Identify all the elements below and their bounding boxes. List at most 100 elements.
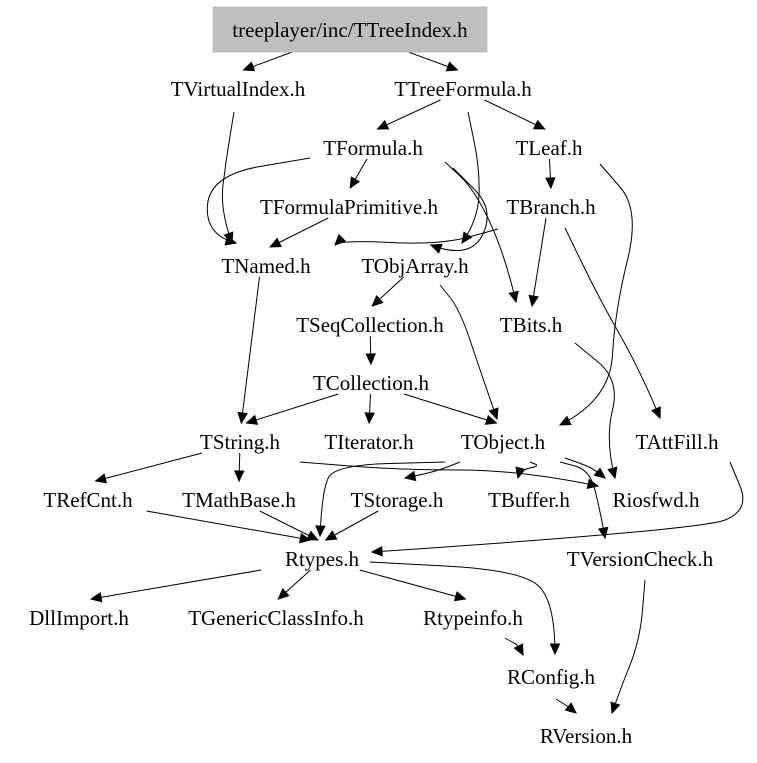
node-TObjArray[interactable]: TObjArray.h bbox=[361, 254, 469, 278]
edge-line bbox=[269, 217, 329, 248]
node-TNamed[interactable]: TNamed.h bbox=[221, 254, 311, 278]
node-label: Rtypeinfo.h bbox=[423, 606, 523, 630]
node-TObject[interactable]: TObject.h bbox=[461, 430, 546, 454]
arrowhead bbox=[371, 295, 384, 307]
node-TFormula[interactable]: TFormula.h bbox=[323, 136, 423, 160]
arrowhead bbox=[237, 411, 248, 425]
edge-TLeaf-to-TObject bbox=[558, 163, 633, 426]
edge-line bbox=[95, 452, 203, 482]
node-TSeqCollection[interactable]: TSeqCollection.h bbox=[296, 313, 444, 337]
edge-TString-to-TRefCnt bbox=[94, 452, 203, 484]
arrowhead bbox=[564, 702, 577, 714]
edge-TAttFill-to-Rtypes bbox=[370, 461, 744, 557]
edge-line bbox=[439, 284, 498, 420]
edge-TBranch-to-TObjArray bbox=[334, 228, 499, 246]
node-Rtypeinfo[interactable]: Rtypeinfo.h bbox=[423, 606, 523, 630]
arrowhead bbox=[299, 532, 312, 544]
edge-line bbox=[377, 99, 441, 130]
arrowhead bbox=[269, 237, 282, 248]
edge-line bbox=[369, 561, 556, 655]
node-Rtypes[interactable]: Rtypes.h bbox=[285, 547, 360, 571]
edge-TVirtualIndex-to-TNamed bbox=[221, 111, 235, 245]
node-TVirtualIndex[interactable]: TVirtualIndex.h bbox=[171, 77, 306, 101]
edge-line bbox=[259, 510, 319, 541]
node-Riosfwd[interactable]: Riosfwd.h bbox=[613, 488, 700, 512]
edge-line bbox=[91, 569, 262, 600]
node-label: TBuffer.h bbox=[488, 488, 570, 512]
edge-TObject-to-TVersionCheck bbox=[559, 461, 609, 540]
edge-TFormula-to-TFormulaPrimitive bbox=[349, 158, 368, 190]
edge-TCollection-to-TIterator bbox=[364, 393, 375, 425]
edge-TNamed-to-TString bbox=[237, 276, 260, 425]
arrowhead bbox=[277, 588, 290, 600]
node-layer: treeplayer/inc/TTreeIndex.hTVirtualIndex… bbox=[29, 6, 719, 748]
node-TRefCnt[interactable]: TRefCnt.h bbox=[43, 488, 133, 512]
node-TIterator[interactable]: TIterator.h bbox=[324, 430, 414, 454]
arrowhead bbox=[94, 473, 108, 484]
edge-TBranch-to-TAttFill bbox=[564, 227, 661, 420]
node-TStorage[interactable]: TStorage.h bbox=[351, 488, 444, 512]
node-label: TSeqCollection.h bbox=[296, 313, 444, 337]
node-TCollection[interactable]: TCollection.h bbox=[313, 371, 430, 395]
arrowhead bbox=[549, 643, 561, 656]
arrowhead bbox=[528, 294, 539, 308]
node-label: TIterator.h bbox=[324, 430, 414, 454]
node-TTreeFormula[interactable]: TTreeFormula.h bbox=[394, 77, 532, 101]
arrowhead bbox=[234, 470, 245, 483]
edge-TRefCnt-to-Rtypes bbox=[146, 510, 312, 544]
node-label: treeplayer/inc/TTreeIndex.h bbox=[232, 18, 468, 42]
node-TLeaf[interactable]: TLeaf.h bbox=[515, 136, 583, 160]
node-TBranch[interactable]: TBranch.h bbox=[506, 195, 596, 219]
edge-TTreeFormula-to-TLeaf bbox=[484, 99, 546, 130]
arrowhead bbox=[334, 233, 347, 246]
node-label: TString.h bbox=[200, 430, 280, 454]
node-TBits[interactable]: TBits.h bbox=[500, 313, 563, 337]
edge-TFormula-to-TNamed bbox=[206, 157, 311, 246]
node-label: RVersion.h bbox=[540, 724, 633, 748]
edge-line bbox=[240, 276, 260, 424]
edge-TBranch-to-TBits bbox=[528, 217, 547, 308]
node-root[interactable]: treeplayer/inc/TTreeIndex.h bbox=[212, 6, 488, 53]
edge-TObject-to-TBuffer bbox=[515, 461, 538, 480]
node-label: TNamed.h bbox=[221, 254, 311, 278]
node-RConfig[interactable]: RConfig.h bbox=[507, 665, 596, 689]
edge-line bbox=[404, 461, 461, 479]
arrowhead bbox=[508, 290, 519, 304]
arrowhead bbox=[370, 546, 383, 557]
node-RVersion[interactable]: RVersion.h bbox=[540, 724, 633, 748]
node-DllImport[interactable]: DllImport.h bbox=[29, 606, 129, 630]
edge-line bbox=[559, 461, 606, 539]
edge-TFormulaPrimitive-to-TNamed bbox=[269, 217, 329, 248]
edge-TObject-to-TStorage bbox=[403, 461, 461, 482]
edge-line bbox=[461, 111, 480, 244]
node-label: TFormulaPrimitive.h bbox=[260, 195, 438, 219]
node-label: Riosfwd.h bbox=[613, 488, 700, 512]
node-TMathBase[interactable]: TMathBase.h bbox=[182, 488, 296, 512]
edge-TMathBase-to-Rtypes bbox=[259, 510, 319, 541]
edge-RConfig-to-RVersion bbox=[555, 698, 577, 714]
node-label: TMathBase.h bbox=[182, 488, 296, 512]
edge-TObject-to-Rtypes bbox=[315, 461, 446, 538]
edge-Rtypes-to-DllImport bbox=[89, 569, 262, 603]
node-TVersionCheck[interactable]: TVersionCheck.h bbox=[567, 547, 714, 571]
edge-line bbox=[319, 461, 446, 537]
node-TString[interactable]: TString.h bbox=[200, 430, 280, 454]
edge-TSeqCollection-to-TCollection bbox=[365, 335, 376, 366]
edge-Rtypes-to-Rtypeinfo bbox=[359, 569, 467, 602]
edge-line bbox=[246, 393, 339, 424]
arrowhead bbox=[315, 525, 326, 538]
root-node-box bbox=[212, 6, 488, 53]
node-TBuffer[interactable]: TBuffer.h bbox=[488, 488, 570, 512]
node-label: TVirtualIndex.h bbox=[171, 77, 306, 101]
node-TGenericClassInfo[interactable]: TGenericClassInfo.h bbox=[188, 606, 364, 630]
edge-TLeaf-to-TBranch bbox=[545, 158, 556, 190]
arrowhead bbox=[89, 592, 103, 603]
edge-Rtypeinfo-to-RConfig bbox=[504, 637, 524, 657]
arrowhead bbox=[245, 414, 259, 425]
node-TFormulaPrimitive[interactable]: TFormulaPrimitive.h bbox=[260, 195, 438, 219]
arrowhead bbox=[306, 530, 319, 541]
node-label: TStorage.h bbox=[351, 488, 444, 512]
node-TAttFill[interactable]: TAttFill.h bbox=[636, 430, 719, 454]
edge-line bbox=[564, 457, 606, 479]
